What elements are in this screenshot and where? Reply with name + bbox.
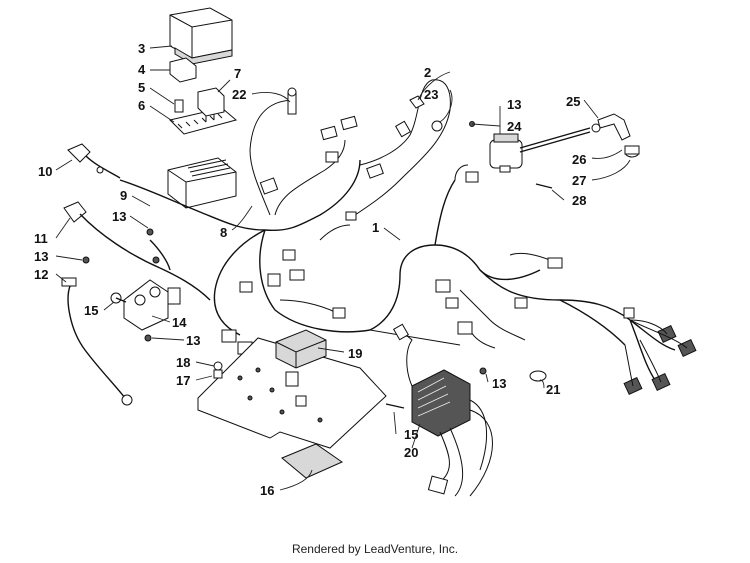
leader-lines — [55, 45, 631, 491]
fuse-strip — [169, 107, 238, 135]
callout-19: 19 — [348, 346, 362, 361]
battery-cable-red — [67, 143, 121, 179]
callout-13-b: 13 — [34, 249, 48, 264]
callout-26: 26 — [572, 152, 586, 167]
callout-25: 25 — [566, 94, 580, 109]
regulator-screw — [385, 403, 405, 409]
hose-clamp — [529, 370, 547, 382]
callout-16: 16 — [260, 483, 274, 498]
callout-9: 9 — [120, 188, 127, 203]
voltage-regulator — [392, 323, 493, 497]
solenoid-bolt — [110, 292, 127, 304]
callout-28: 28 — [572, 193, 586, 208]
starter-cable — [149, 239, 211, 301]
terminal-nuts — [82, 228, 487, 375]
callout-7: 7 — [234, 66, 241, 81]
callout-1: 1 — [372, 220, 379, 235]
callout-15-b: 15 — [404, 427, 418, 442]
relay-small — [169, 57, 197, 83]
callout-18: 18 — [176, 355, 190, 370]
callout-10: 10 — [38, 164, 52, 179]
callout-24: 24 — [507, 119, 522, 134]
relay-large — [197, 87, 225, 122]
callout-4: 4 — [138, 62, 146, 77]
callout-22: 22 — [232, 87, 246, 102]
ring-terminal — [409, 95, 443, 132]
footer-credit: Rendered by LeadVenture, Inc. — [291, 542, 459, 556]
callout-23: 23 — [424, 87, 438, 102]
fuse-mini — [174, 99, 184, 113]
callout-14: 14 — [172, 315, 187, 330]
battery-cable-black — [61, 201, 161, 406]
callout-27: 27 — [572, 173, 586, 188]
fuse-block — [167, 157, 237, 209]
fuse-box-cover — [169, 7, 233, 65]
boot-cap — [624, 145, 640, 158]
callout-6: 6 — [138, 98, 145, 113]
light-connectors — [623, 319, 697, 396]
callout-15-a: 15 — [84, 303, 98, 318]
decal — [281, 443, 344, 479]
cdi-module — [275, 329, 327, 369]
callout-2: 2 — [424, 65, 431, 80]
oxygen-sensor — [287, 87, 297, 115]
main-wiring-harness — [119, 79, 676, 381]
callout-13-c: 13 — [186, 333, 200, 348]
callout-20: 20 — [404, 445, 418, 460]
callout-5: 5 — [138, 80, 145, 95]
callout-13-d: 13 — [507, 97, 521, 112]
callout-13-e: 13 — [492, 376, 506, 391]
ignition-coil — [489, 127, 591, 173]
callout-8: 8 — [220, 225, 227, 240]
callout-17: 17 — [176, 373, 190, 388]
callout-12: 12 — [34, 267, 48, 282]
spark-plug-cap — [591, 113, 631, 141]
callout-11: 11 — [34, 231, 48, 246]
callout-13-a: 13 — [112, 209, 126, 224]
callout-21: 21 — [546, 382, 560, 397]
plate-rivet — [213, 361, 223, 379]
callout-3: 3 — [138, 41, 145, 56]
callout-labels: 3 4 5 6 7 22 2 23 10 9 8 11 13 13 12 15 … — [34, 41, 586, 498]
